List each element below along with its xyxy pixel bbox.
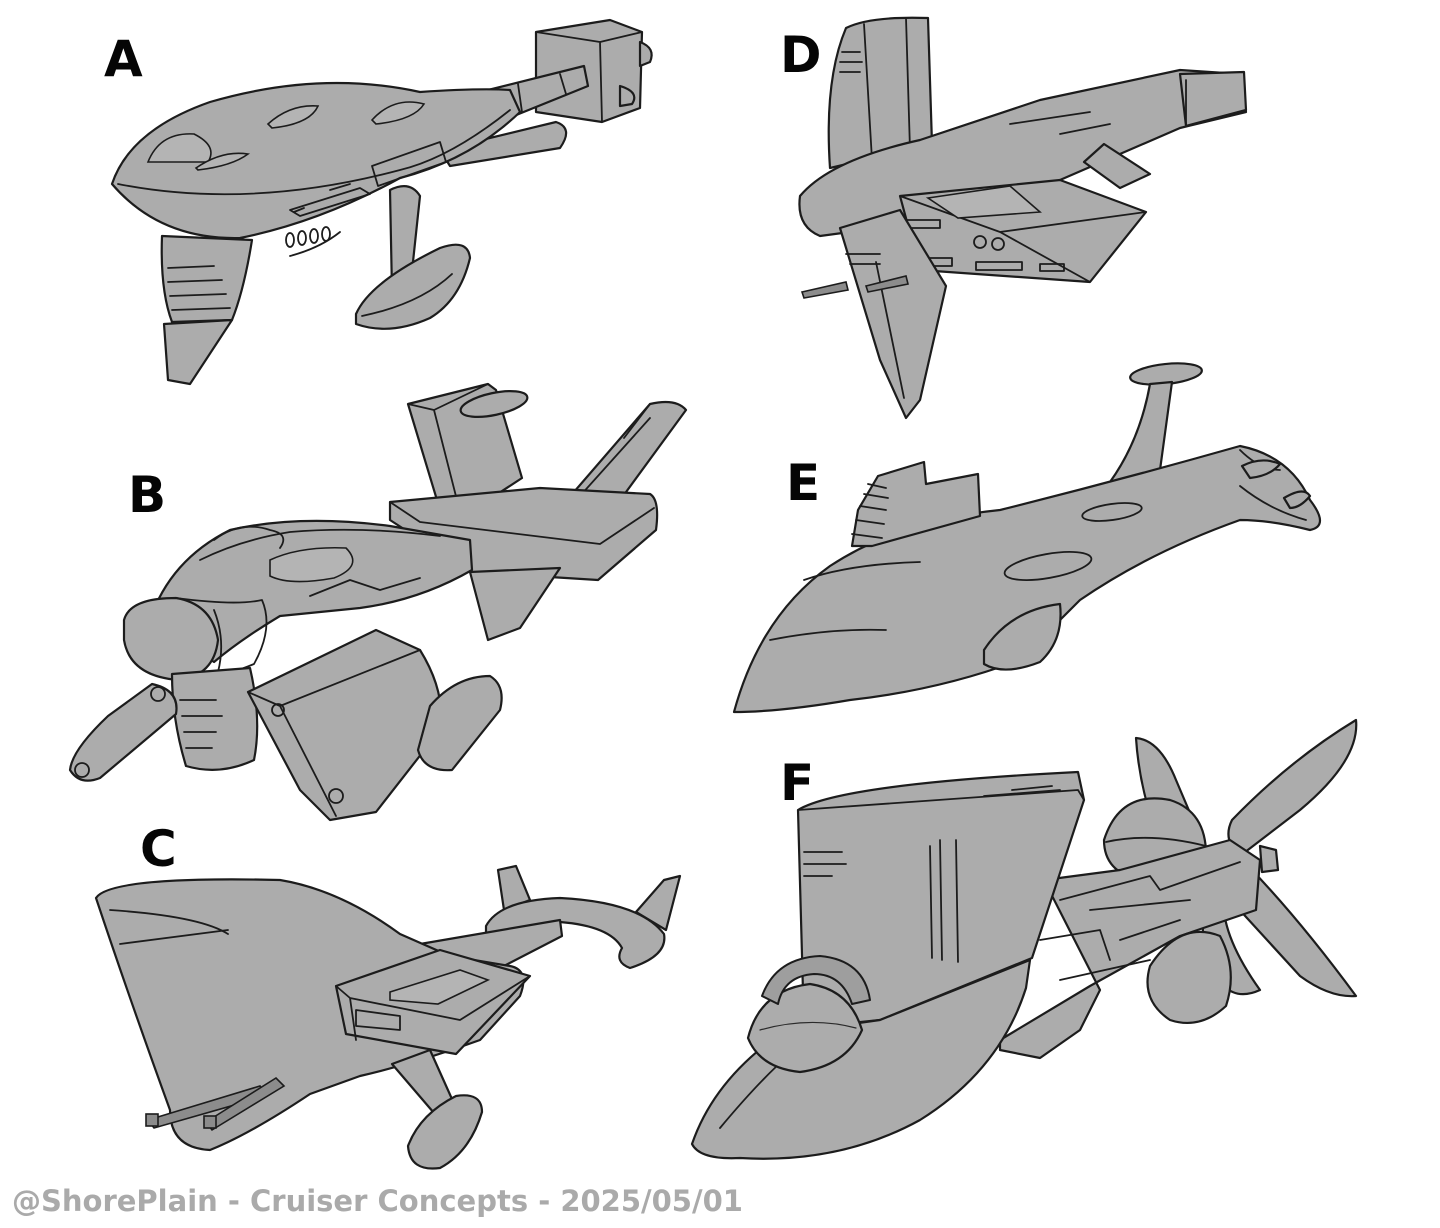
cruiser-sketch-a [110, 18, 653, 386]
concept-label-e: E [786, 454, 820, 512]
cruiser-sketch-e [732, 362, 1322, 714]
concept-label-f: F [780, 754, 814, 812]
concept-label-c: C [140, 820, 177, 878]
cruiser-sketch-b [68, 382, 688, 822]
watermark-caption: @ShorePlain - Cruiser Concepts - 2025/05… [12, 1184, 743, 1218]
concept-label-a: A [104, 30, 143, 88]
concept-label-b: B [128, 466, 166, 524]
concept-label-d: D [780, 26, 822, 84]
cruiser-sketch-d [798, 16, 1248, 420]
cruiser-sketch-c [94, 864, 682, 1170]
cruiser-sketch-f [690, 718, 1358, 1160]
